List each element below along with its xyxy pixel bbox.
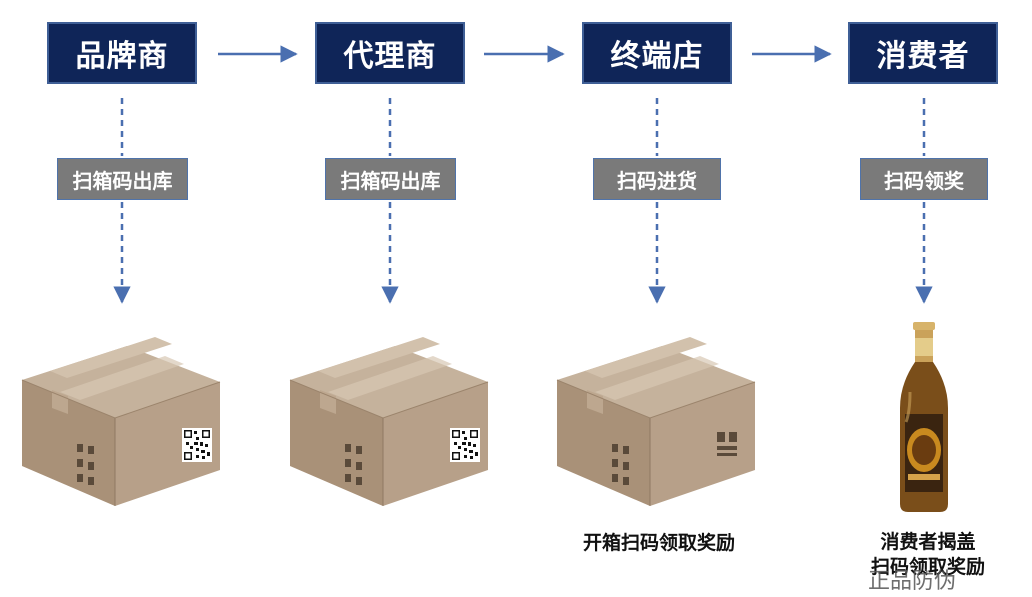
qr-code-agent xyxy=(450,428,480,462)
beer-bottle xyxy=(900,322,948,512)
caption-open-box-prize: 开箱扫码领取奖励 xyxy=(566,528,752,555)
qr-code-brand xyxy=(182,428,212,462)
carton-brand xyxy=(22,337,220,506)
caption-consumer-open-cap: 消费者揭盖 xyxy=(858,527,998,554)
carton-agent xyxy=(290,337,488,506)
carton-store xyxy=(557,337,755,506)
watermark: 正品防伪 xyxy=(868,563,956,595)
